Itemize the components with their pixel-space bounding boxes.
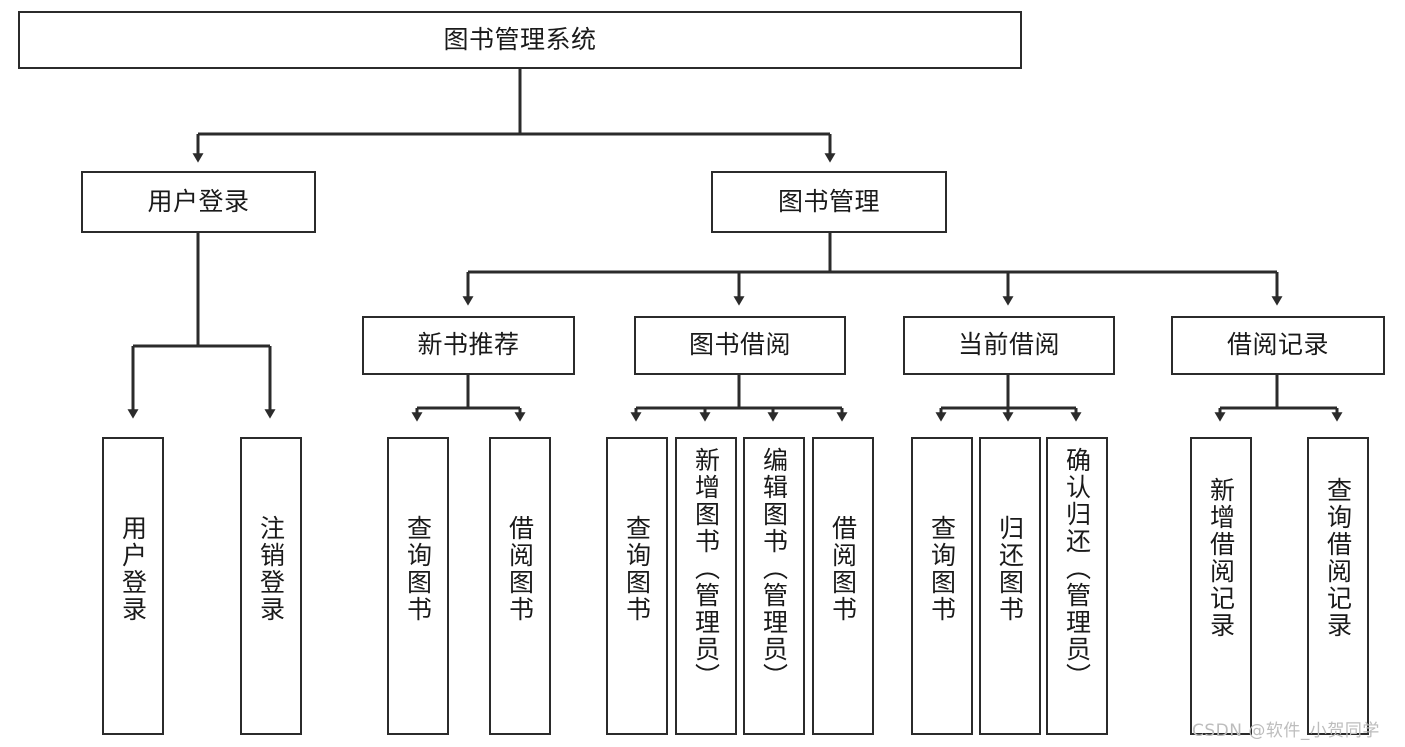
leaf-query-borrow-record[interactable]: 查询借阅记录 <box>1307 437 1369 735</box>
leaf-label: 归还图书 <box>995 515 1025 623</box>
leaf-user-login[interactable]: 用户登录 <box>102 437 164 735</box>
node-label: 图书管理系统 <box>443 24 597 54</box>
leaf-logout-login[interactable]: 注销登录 <box>240 437 302 735</box>
leaf-label: 查询借阅记录 <box>1323 477 1353 639</box>
leaf-add-book-admin[interactable]: 新增图书（管理员） <box>675 437 737 735</box>
leaf-label: 用户登录 <box>118 515 148 623</box>
leaf-confirm-return-admin[interactable]: 确认归还（管理员） <box>1046 437 1108 735</box>
csdn-watermark: CSDN @软件_小贺同学 <box>1192 721 1380 741</box>
node-borrow-record[interactable]: 借阅记录 <box>1171 316 1385 375</box>
leaf-label: 借阅图书 <box>505 515 535 623</box>
leaf-borrow-book[interactable]: 借阅图书 <box>812 437 874 735</box>
node-user-login[interactable]: 用户登录 <box>81 171 316 233</box>
node-book-borrow[interactable]: 图书借阅 <box>634 316 846 375</box>
leaf-label: 新增图书（管理员） <box>691 447 721 690</box>
leaf-label: 新增借阅记录 <box>1206 477 1236 639</box>
node-label: 新书推荐 <box>417 330 520 360</box>
leaf-label: 注销登录 <box>256 515 286 623</box>
leaf-query-book-recommend[interactable]: 查询图书 <box>387 437 449 735</box>
node-label: 用户登录 <box>147 186 250 216</box>
leaf-add-borrow-record[interactable]: 新增借阅记录 <box>1190 437 1252 735</box>
node-label: 借阅记录 <box>1226 330 1329 360</box>
leaf-return-book[interactable]: 归还图书 <box>979 437 1041 735</box>
leaf-borrow-book-recommend[interactable]: 借阅图书 <box>489 437 551 735</box>
node-root-book-management-system[interactable]: 图书管理系统 <box>18 11 1022 69</box>
leaf-label: 查询图书 <box>403 515 433 623</box>
node-current-borrow[interactable]: 当前借阅 <box>903 316 1115 375</box>
leaf-label: 编辑图书（管理员） <box>759 447 789 690</box>
node-label: 图书管理 <box>777 186 880 216</box>
node-new-book-recommend[interactable]: 新书推荐 <box>362 316 575 375</box>
node-label: 当前借阅 <box>957 330 1060 360</box>
leaf-label: 查询图书 <box>927 515 957 623</box>
leaf-label: 确认归还（管理员） <box>1062 447 1092 690</box>
node-book-management[interactable]: 图书管理 <box>711 171 947 233</box>
leaf-query-book-borrow[interactable]: 查询图书 <box>606 437 668 735</box>
leaf-label: 借阅图书 <box>828 515 858 623</box>
leaf-label: 查询图书 <box>622 515 652 623</box>
leaf-edit-book-admin[interactable]: 编辑图书（管理员） <box>743 437 805 735</box>
node-label: 图书借阅 <box>688 330 791 360</box>
leaf-query-book-current[interactable]: 查询图书 <box>911 437 973 735</box>
